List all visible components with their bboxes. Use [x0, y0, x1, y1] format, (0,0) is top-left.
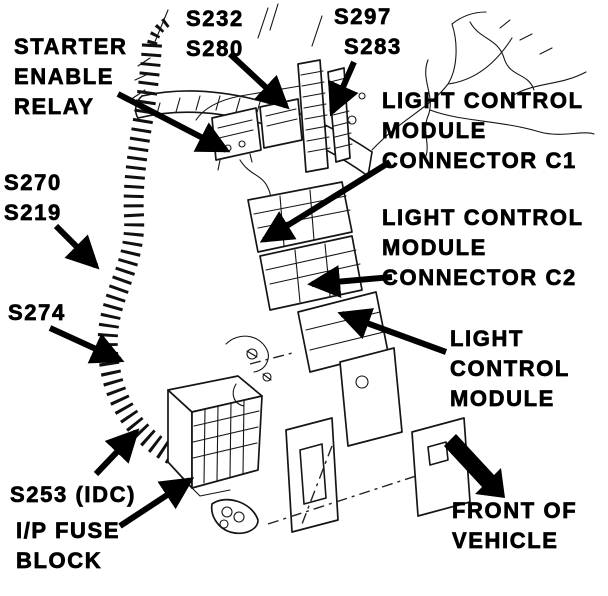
branch-ticks: [499, 19, 553, 55]
harness-tail: [147, 15, 173, 46]
label-s232-s280: S232 S280: [186, 4, 244, 64]
arrow-starter-enable-relay: [116, 91, 231, 153]
label-lcm-connector-c2: LIGHT CONTROL MODULE CONNECTOR C2: [382, 203, 584, 293]
reference-line: [301, 445, 333, 525]
arrow-lcm-connector-c1: [259, 159, 392, 243]
small-connector-body: [210, 498, 259, 535]
screw-head: [246, 348, 258, 360]
arrow-s232-s280: [227, 51, 290, 110]
harness-branches-sketch: [371, 11, 595, 157]
label-line: VEHICLE: [452, 528, 559, 554]
label-line: ENABLE: [14, 64, 115, 90]
arrow-light-control-module: [337, 308, 448, 355]
label-line: FRONT OF: [452, 498, 578, 524]
label-line: LIGHT CONTROL: [382, 205, 584, 231]
sketch-line: [425, 59, 431, 157]
wiring-harness-sketch: [97, 15, 178, 464]
harness-tube: [97, 43, 178, 464]
label-front-of-vehicle: FRONT OF VEHICLE: [452, 496, 577, 556]
label-line: RELAY: [14, 94, 95, 120]
label-line: CONNECTOR C1: [382, 148, 577, 174]
reference-line: [249, 351, 297, 365]
label-line: STARTER: [14, 34, 128, 60]
screw-slot: [246, 350, 258, 358]
label-line: S219: [4, 200, 62, 226]
label-ip-fuse-block: I/P FUSE BLOCK: [16, 516, 120, 576]
arrow-lcm-connector-c2: [307, 265, 393, 298]
relay-body: [259, 98, 303, 149]
screw-head: [358, 92, 366, 100]
harness-tape-ticks: [132, 57, 151, 99]
connector-stack-sketch: [297, 59, 366, 173]
label-line: S280: [186, 36, 244, 62]
front-of-vehicle-arrow: [444, 434, 505, 498]
fuse-block-sketch: [167, 375, 263, 497]
connector-cavity: [221, 506, 233, 518]
arrow-s270-s219: [53, 223, 100, 270]
screw-head: [347, 115, 357, 125]
fuse-grid: [192, 399, 260, 484]
label-line: S274: [8, 300, 66, 326]
front-plate-hole: [427, 441, 449, 466]
callout-arrows: [48, 51, 505, 529]
connector-c1-detail: [253, 189, 351, 247]
label-line: BLOCK: [16, 548, 103, 574]
bracket-plate: [285, 417, 339, 533]
label-lcm-connector-c1: LIGHT CONTROL MODULE CONNECTOR C1: [382, 86, 584, 176]
arrow-s274: [48, 325, 125, 364]
label-line: S270: [4, 170, 62, 196]
arrow-ip-fuse-block: [118, 477, 195, 529]
wire-hook: [225, 335, 269, 373]
label-s274: S274: [8, 298, 66, 328]
connector-column: [297, 59, 329, 173]
sketch-line: [447, 37, 513, 85]
label-s297-s283: S297 S283: [334, 2, 402, 62]
label-light-control-module: LIGHT CONTROL MODULE: [450, 324, 570, 414]
connector-rungs: [300, 70, 331, 153]
label-s270-s219: S270 S219: [4, 168, 62, 228]
label-line: S232: [186, 6, 244, 32]
label-line: CONNECTOR C2: [382, 265, 577, 291]
screw-head: [262, 372, 272, 382]
relay-terminal: [238, 140, 246, 148]
sketch-line: [195, 85, 301, 121]
label-line: MODULE: [450, 386, 555, 412]
lcm-connectors-sketch: [239, 159, 389, 373]
small-parts-sketch: [153, 3, 417, 535]
wire-hook: [232, 383, 245, 407]
sketch-line: [371, 23, 457, 151]
bracket-cutout: [299, 443, 327, 505]
sketch-line: [134, 95, 143, 119]
arrow-s297-s283: [328, 60, 359, 117]
leader-slash: [153, 3, 323, 47]
label-line: S253 (IDC): [10, 482, 137, 508]
connector-cavity: [233, 511, 245, 523]
relay-detail: [265, 108, 298, 127]
screw-slot: [262, 373, 272, 381]
label-line: S297: [334, 4, 392, 30]
label-starter-enable-relay: STARTER ENABLE RELAY: [14, 32, 127, 122]
bracket-plate: [339, 347, 403, 447]
sketch-line: [469, 21, 535, 91]
reference-line: [267, 475, 417, 525]
bracket-hole: [355, 375, 369, 389]
module-bracket-sketch: [285, 347, 471, 533]
fuse-block-front-face: [191, 395, 263, 489]
sketch-line: [451, 11, 487, 25]
sketch-line: [429, 109, 595, 135]
label-line: CONTROL: [450, 356, 570, 382]
relay-feet: [217, 153, 253, 171]
label-line: I/P FUSE: [16, 518, 121, 544]
label-line: MODULE: [382, 118, 487, 144]
sketch-line: [511, 71, 587, 97]
label-line: S283: [344, 34, 402, 60]
label-line: MODULE: [382, 235, 487, 261]
arrow-s253-idc: [93, 428, 140, 477]
connector-cavity: [219, 519, 229, 529]
label-line: LIGHT CONTROL: [382, 88, 584, 114]
label-s253-idc: S253 (IDC): [10, 480, 136, 510]
label-line: LIGHT: [450, 326, 524, 352]
fuse-block-tab: [191, 487, 231, 497]
